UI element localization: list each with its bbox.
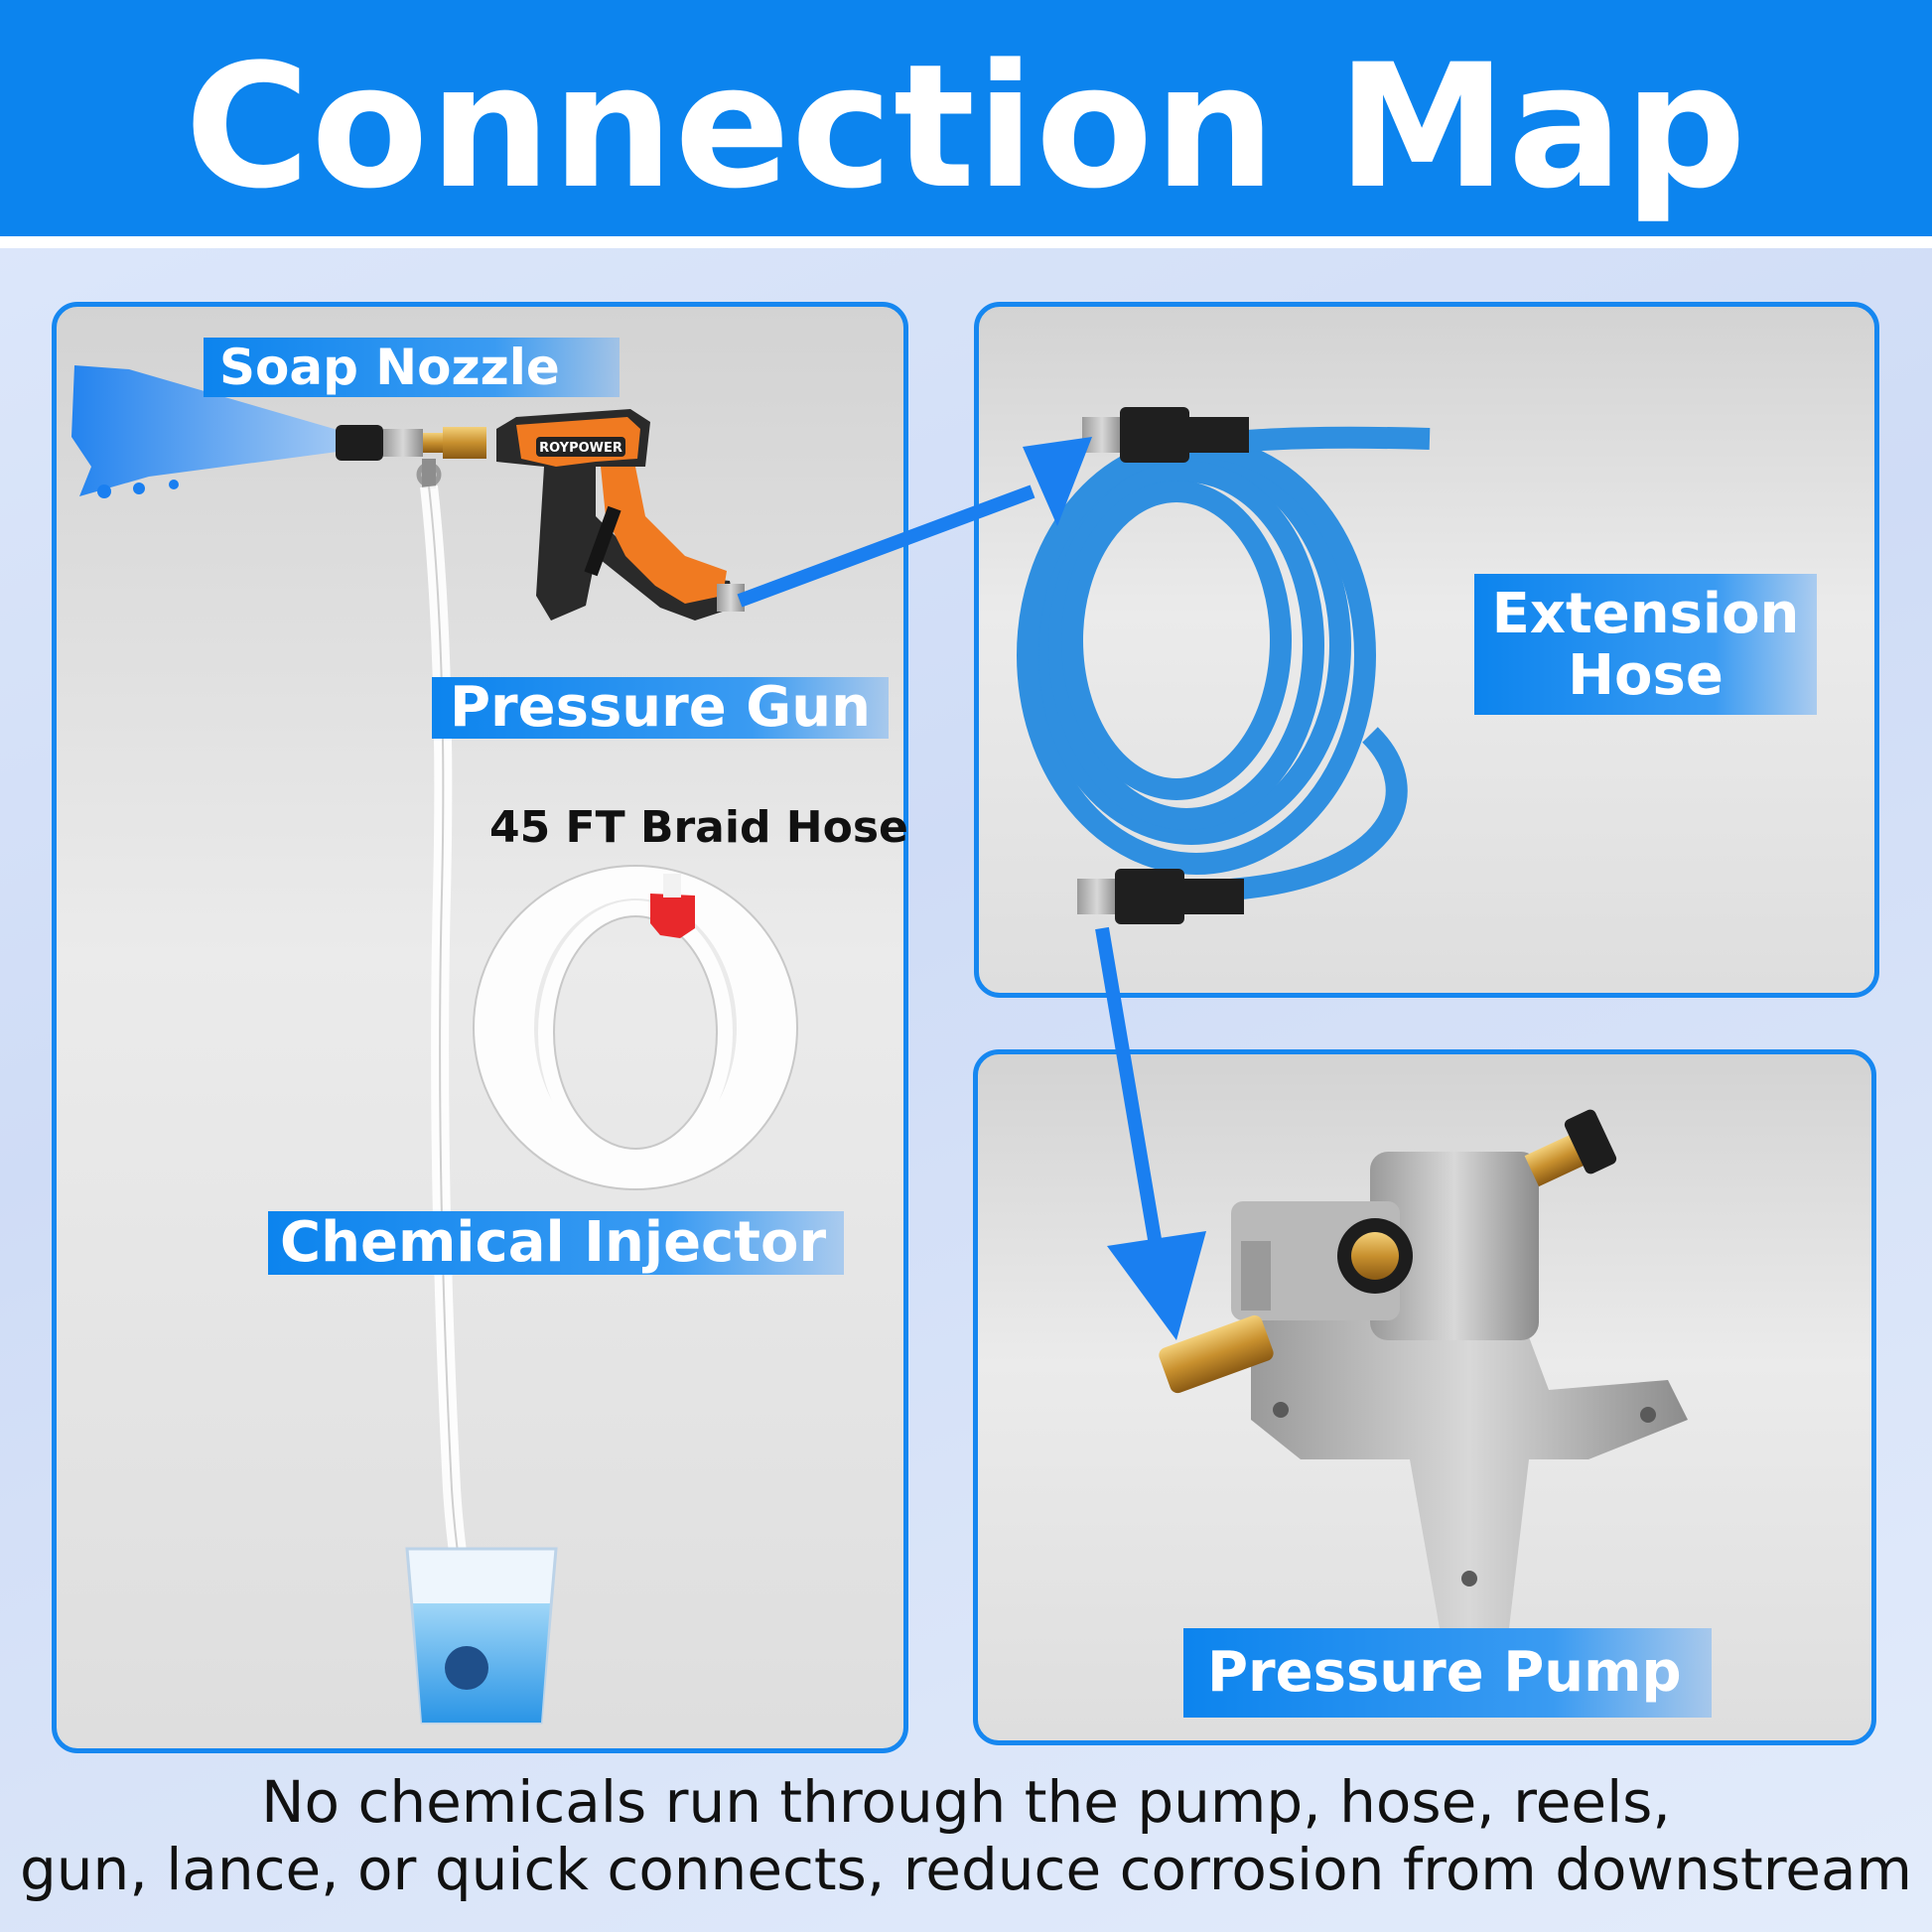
braid-hose-coil-icon xyxy=(474,866,797,1189)
braid-hose-connector xyxy=(663,874,681,897)
chemical-injector-label: Chemical Injector xyxy=(268,1211,845,1275)
footer-line-1: No chemicals run through the pump, hose,… xyxy=(261,1768,1671,1836)
extension-hose-lead xyxy=(1235,426,1431,453)
extension-hose-bottom-fitting-icon xyxy=(1077,869,1244,924)
pressure-pump-label: Pressure Pump xyxy=(1183,1628,1712,1718)
soap-spray-icon xyxy=(71,365,338,498)
extension-hose-label-line2: Hose xyxy=(1568,643,1724,708)
injector-hose-icon xyxy=(420,484,477,1629)
braid-hose-label: 45 FT Braid Hose xyxy=(489,802,908,853)
soap-nozzle-label: Soap Nozzle xyxy=(204,338,620,397)
footer-line-2: gun, lance, or quick connects, reduce co… xyxy=(19,1836,1912,1903)
chemical-cup-icon xyxy=(405,1547,558,1725)
braid-hose-coil-outline xyxy=(473,865,798,1190)
arrow-gun-to-hose-icon xyxy=(737,437,1092,608)
pressure-gun-icon: ROYPOWER xyxy=(496,409,745,621)
braid-hose-valve-icon xyxy=(650,894,695,938)
extension-hose-top-fitting-icon xyxy=(1082,407,1249,463)
pressure-gun-label: Pressure Gun xyxy=(432,677,889,739)
gun-brand: ROYPOWER xyxy=(539,441,622,456)
extension-hose-label: Extension Hose xyxy=(1474,574,1817,715)
extension-hose-label-line1: Extension xyxy=(1491,582,1800,646)
header-divider xyxy=(0,236,1932,248)
pressure-pump-icon xyxy=(1159,1109,1688,1628)
page-title: Connection Map xyxy=(185,27,1747,226)
extension-hose-coil-icon xyxy=(1017,436,1376,875)
header-bar xyxy=(0,0,1932,236)
arrow-hose-to-pump-icon xyxy=(1095,926,1206,1340)
soap-nozzle-icon xyxy=(336,425,486,488)
